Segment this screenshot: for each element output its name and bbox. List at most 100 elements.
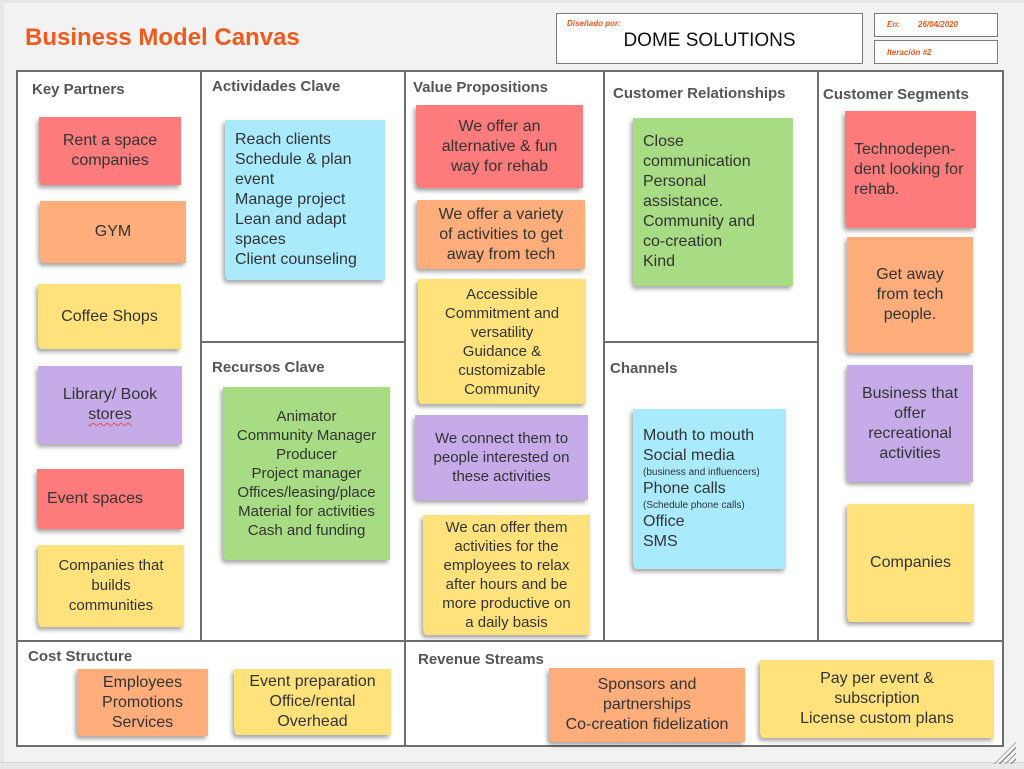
sticky-note[interactable]: Employees Promotions Services xyxy=(77,669,208,736)
note-line: Companies that xyxy=(58,557,164,574)
designer-name: DOME SOLUTIONS xyxy=(623,30,796,51)
date-box[interactable]: En: 26/04/2020 xyxy=(874,13,998,37)
section-title: Channels xyxy=(610,360,678,377)
note-line: partnerships xyxy=(602,696,692,713)
note-line: companies xyxy=(71,152,149,169)
note-line: event xyxy=(235,171,275,188)
note-line: We can offer them xyxy=(445,519,568,536)
sticky-note[interactable]: Business that offer recreational activit… xyxy=(847,365,973,482)
note-line: Companies xyxy=(870,554,951,571)
note-line: communities xyxy=(68,597,154,614)
section-title: Actividades Clave xyxy=(212,78,341,95)
note-line: Co-creation fidelization xyxy=(565,716,729,733)
note-line: versatility xyxy=(470,323,534,341)
note-line: Kind xyxy=(643,253,676,270)
note-line: Overhead xyxy=(277,713,348,730)
iteration-label: Iteración #2 xyxy=(887,48,932,57)
note-line: We offer an xyxy=(458,117,541,135)
section-title: Customer Relationships xyxy=(613,85,786,102)
designed-by-box[interactable]: Diseñado por: DOME SOLUTIONS xyxy=(556,13,863,64)
note-line: Sponsors and xyxy=(597,676,697,693)
note-line: Social media xyxy=(643,447,735,464)
section-title: Value Propositions xyxy=(413,79,549,96)
note-line: Manage project xyxy=(235,191,346,208)
window-top-edge xyxy=(0,0,1024,3)
note-line: stores xyxy=(88,406,132,423)
designed-by-label: Diseñado por: xyxy=(567,19,621,28)
date-value: 26/04/2020 xyxy=(918,20,959,29)
section-title: Revenue Streams xyxy=(418,651,544,668)
sticky-note[interactable]: Accessible Commitment and versatility Gu… xyxy=(418,279,586,404)
note-line: rehab. xyxy=(854,180,900,198)
note-line: Project manager xyxy=(251,465,362,482)
note-line: Schedule & plan xyxy=(235,151,352,168)
divider xyxy=(200,71,202,641)
note-line: Animator xyxy=(276,408,337,425)
note-line: Offices/leasing/place xyxy=(237,484,376,501)
sticky-note[interactable]: Close communication Personal assistance.… xyxy=(633,118,793,286)
note-line: assistance. xyxy=(643,193,724,210)
note-line: Community Manager xyxy=(236,427,377,444)
divider xyxy=(404,71,406,747)
sticky-note[interactable]: Sponsors and partnerships Co-creation fi… xyxy=(549,668,745,742)
note-line: Close xyxy=(643,133,684,150)
window-left-edge xyxy=(0,0,4,768)
note-line: Client counseling xyxy=(235,251,357,268)
sticky-note[interactable]: Technodepen- dent looking for rehab. xyxy=(845,111,976,228)
sticky-note[interactable]: Rent a space companies xyxy=(39,117,181,185)
note-line: more productive on xyxy=(442,595,571,612)
divider xyxy=(817,71,819,641)
sticky-note[interactable]: We can offer them activities for the emp… xyxy=(423,515,590,635)
note-line: of activities to get xyxy=(439,225,563,243)
window-bottom-edge xyxy=(0,762,1024,769)
sticky-note[interactable]: Companies that builds communities xyxy=(38,545,184,627)
note-line: Library/ Book xyxy=(62,386,158,403)
note-line: way for rehab xyxy=(451,157,548,175)
note-line: Phone calls xyxy=(643,480,726,497)
note-line: Employees xyxy=(102,673,183,691)
sticky-note[interactable]: Animator Community Manager Producer Proj… xyxy=(223,387,390,560)
note-line: Office xyxy=(643,513,685,530)
iteration-box[interactable]: Iteración #2 xyxy=(874,40,998,64)
note-line: activities xyxy=(879,444,941,462)
note-line: recreational xyxy=(868,424,952,442)
sticky-note[interactable]: We offer a variety of activities to get … xyxy=(417,200,585,269)
sticky-note[interactable]: Coffee Shops xyxy=(38,284,181,349)
note-line: Guidance & xyxy=(462,342,542,360)
note-line: away from tech xyxy=(446,245,556,263)
sticky-note[interactable]: Mouth to mouth Social media (business an… xyxy=(633,409,786,569)
note-line: offer xyxy=(894,404,926,422)
sticky-note[interactable]: Pay per event & subscription License cus… xyxy=(760,660,994,738)
note-line: people. xyxy=(883,306,937,323)
divider xyxy=(603,71,605,641)
sticky-note[interactable]: Reach clients Schedule & plan event Mana… xyxy=(225,120,385,280)
note-line: Pay per event & xyxy=(820,670,934,687)
note-line: spaces xyxy=(235,231,286,248)
note-line: (Schedule phone calls) xyxy=(643,500,745,511)
sticky-note[interactable]: GYM xyxy=(40,201,186,263)
note-line: alternative & fun xyxy=(441,137,558,155)
note-line: Event spaces xyxy=(47,490,144,507)
section-title: Cost Structure xyxy=(28,648,133,665)
note-line: builds xyxy=(91,577,131,594)
sticky-note[interactable]: We connect them to people interested on … xyxy=(415,415,588,500)
note-line: Office/rental xyxy=(269,693,356,710)
section-title: Customer Segments xyxy=(823,86,969,103)
sticky-note[interactable]: Companies xyxy=(847,504,974,622)
note-line: communication xyxy=(643,153,751,170)
note-line: activities for the xyxy=(454,538,559,555)
note-line: Technodepen- xyxy=(854,140,956,158)
note-line: from tech xyxy=(876,286,944,303)
note-line: We connect them to xyxy=(434,430,569,447)
sticky-note[interactable]: Event spaces xyxy=(37,469,184,529)
note-line: these activities xyxy=(452,468,551,485)
note-line: co-creation xyxy=(643,233,723,250)
sticky-note[interactable]: Event preparation Office/rental Overhead xyxy=(234,669,391,735)
note-line: We offer a variety xyxy=(438,205,564,223)
sticky-note[interactable]: We offer an alternative & fun way for re… xyxy=(416,105,583,188)
note-line: Accessible xyxy=(466,285,538,303)
sticky-note[interactable]: Library/ Book stores xyxy=(38,366,182,444)
sticky-note[interactable]: Get away from tech people. xyxy=(847,237,973,353)
note-line: Promotions xyxy=(102,693,183,711)
note-line: SMS xyxy=(643,533,678,550)
